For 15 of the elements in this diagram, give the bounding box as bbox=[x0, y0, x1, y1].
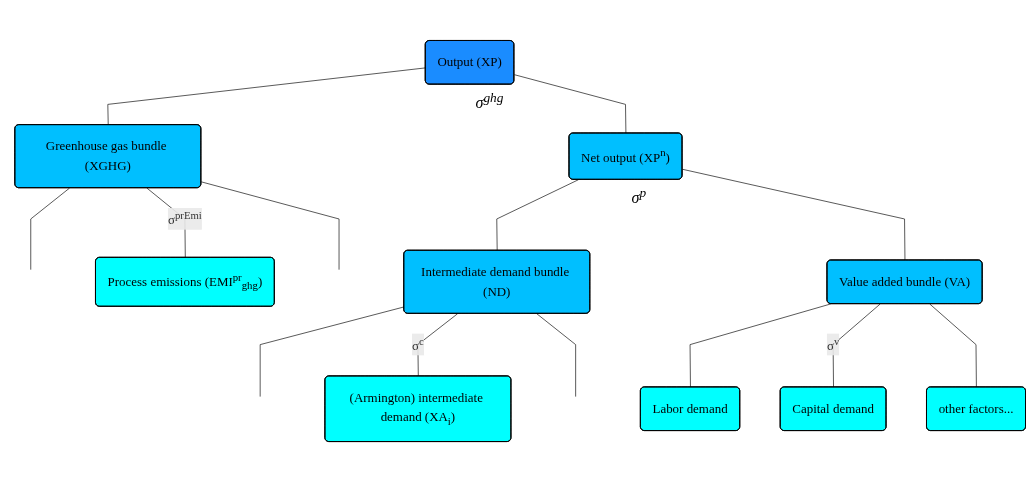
node-box: Labor demand bbox=[639, 386, 741, 431]
node-box: Intermediate demand bundle (ND) bbox=[403, 249, 591, 314]
node-box: Process emissions (EMI$^{pr}$$_{ghg}$) bbox=[95, 256, 275, 307]
node-box: other factors... bbox=[926, 386, 1026, 431]
node-box: Value added bundle (VA) bbox=[826, 259, 983, 305]
edge-label: σ$^{prEmi}$ bbox=[167, 207, 202, 230]
node-box: Output (XP) bbox=[424, 40, 515, 85]
elasticity-label: σ$^{p}$ bbox=[631, 185, 647, 208]
node-box: Capital demand bbox=[779, 386, 887, 431]
node-box: (Armington) intermediate demand (XA$_{i}$) bbox=[324, 375, 512, 442]
node-box: Greenhouse gas bundle (XGHG) bbox=[14, 124, 202, 189]
elasticity-label: σ$^{ghg}$ bbox=[475, 90, 504, 113]
edge-label: σ$^{c}$ bbox=[412, 333, 424, 356]
node-box: Net output (XP$^{n}$) bbox=[568, 132, 683, 180]
edge-label: σ$^{v}$ bbox=[826, 333, 840, 356]
